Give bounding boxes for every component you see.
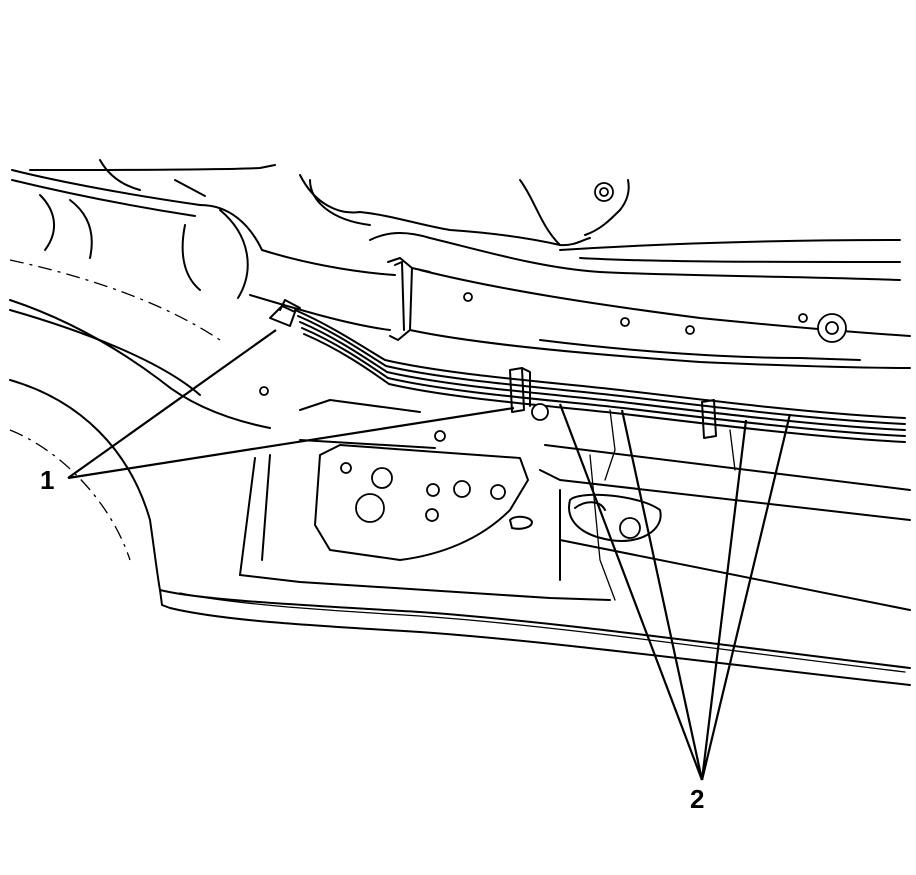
frame-rail	[409, 269, 911, 369]
upper-floor-pan	[299, 174, 901, 281]
exhaust-pipe	[11, 159, 396, 331]
callout-2-label: 2	[690, 784, 705, 814]
pipe-hanger-bracket	[387, 257, 431, 341]
callout-1-label: 1	[40, 465, 55, 495]
line-clip-right	[701, 399, 717, 439]
floor-panel	[259, 386, 549, 561]
line-clip-center	[509, 367, 531, 413]
rocker-panel	[159, 454, 911, 686]
callout-2-leaders	[558, 403, 792, 781]
right-floor-section	[539, 409, 911, 611]
wheel-arch	[9, 194, 271, 591]
line-clip-left	[269, 299, 301, 327]
callout-1-leaders	[67, 329, 515, 480]
